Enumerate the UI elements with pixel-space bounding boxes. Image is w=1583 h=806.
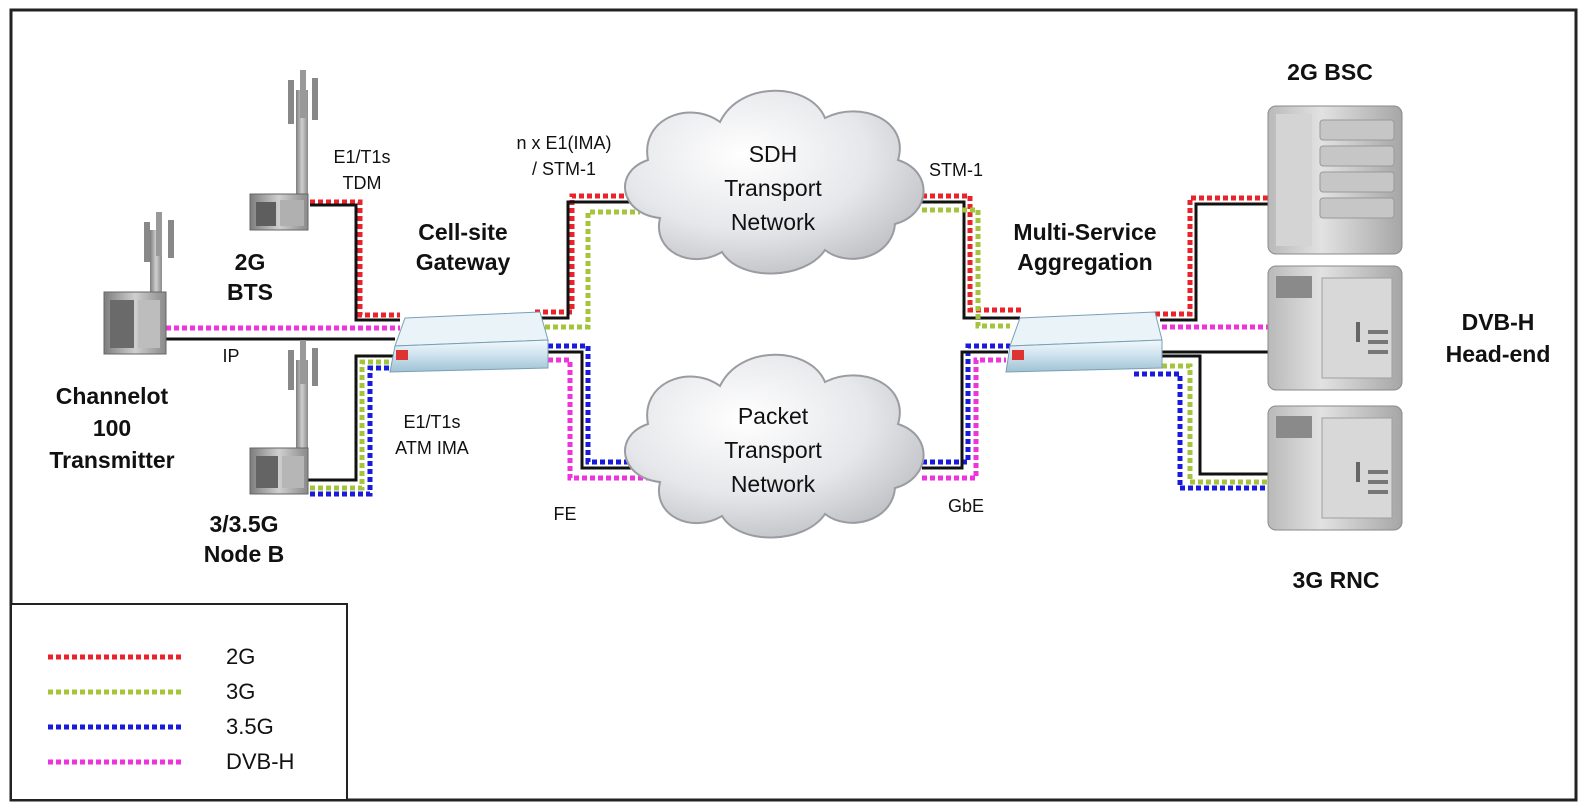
link-sdh-msa-black [922, 200, 1020, 320]
link-lines [166, 193, 1268, 497]
nxe1-label-line: / STM-1 [532, 159, 596, 179]
link-csg-sdh-3g [545, 209, 640, 330]
link-bts-2g [310, 199, 400, 318]
legend-label-dvbh: DVB-H [226, 749, 294, 774]
link-pkt-msa-3_5g [922, 343, 1010, 465]
cell-site-gateway-label-line: Gateway [416, 249, 511, 275]
node-b-label: 3/3.5G Node B [204, 511, 285, 567]
legend-label-2g: 2G [226, 644, 255, 669]
packet-cloud-label-line: Network [731, 471, 816, 497]
channelot-label-line: Transmitter [49, 447, 174, 473]
link-csg-pkt-black [548, 350, 650, 470]
packet-cloud-label-line: Transport [724, 437, 822, 463]
diagram-frame [9, 8, 1578, 802]
channelot-label-line: 100 [93, 415, 131, 441]
link-pkt-msa-black [922, 350, 1008, 470]
legend: 2G 3G 3.5G DVB-H [48, 644, 294, 774]
packet-cloud-label-line: Packet [738, 403, 809, 429]
nxe1-label: n x E1(IMA) / STM-1 [516, 133, 611, 179]
node-b-label-line: Node B [204, 541, 285, 567]
rnc-label-line: 3G RNC [1293, 567, 1380, 593]
link-csg-pkt-dvbh [548, 357, 650, 481]
link-bts-black [310, 203, 400, 322]
bts-2g-label-line: 2G [235, 249, 266, 275]
sdh-cloud [624, 89, 925, 275]
e1-tdm-label-line: TDM [343, 173, 382, 193]
fe-label-line: FE [553, 504, 576, 524]
sdh-cloud-label-line: Network [731, 209, 816, 235]
stm1-label: STM-1 [929, 160, 983, 180]
channelot-label-line: Channelot [56, 383, 169, 409]
gbe-label-line: GbE [948, 496, 984, 516]
link-msa-bsc-black [1160, 202, 1268, 322]
rnc-label: 3G RNC [1293, 567, 1380, 593]
link-csg-sdh-2g [535, 193, 650, 315]
link-nodeb-3_5g [310, 365, 390, 497]
rnc-server-icon [1267, 405, 1403, 531]
dvbh-headend-label: DVB-H Head-end [1446, 309, 1551, 367]
msa-label-line: Multi-Service [1013, 219, 1156, 245]
sdh-cloud-label-line: SDH [749, 141, 798, 167]
bsc-label-line: 2G BSC [1287, 59, 1373, 85]
link-msa-rnc-black [1162, 354, 1268, 476]
gbe-label: GbE [948, 496, 984, 516]
e1-atm-label-line: E1/T1s [403, 412, 460, 432]
node-b-label-line: 3/3.5G [209, 511, 278, 537]
nxe1-label-line: n x E1(IMA) [516, 133, 611, 153]
link-sdh-msa-3g [922, 207, 1010, 329]
link-nodeb-3g [310, 359, 390, 491]
legend-label-3g: 3G [226, 679, 255, 704]
msa-label-line: Aggregation [1017, 249, 1152, 275]
link-csg-sdh-black [540, 200, 650, 320]
link-nodeb-black [306, 354, 394, 482]
cell-site-gateway-label-line: Cell-site [418, 219, 507, 245]
ip-label: IP [222, 346, 239, 366]
dvbh-headend-label-line: DVB-H [1462, 309, 1535, 335]
msa-device [1005, 311, 1163, 373]
sdh-cloud-label-line: Transport [724, 175, 822, 201]
link-pkt-msa-dvbh [922, 357, 1006, 481]
link-sdh-msa-2g [922, 193, 1022, 313]
e1-tdm-label-line: E1/T1s [333, 147, 390, 167]
bts-2g-icon [249, 70, 318, 231]
packet-cloud [624, 353, 925, 539]
bsc-label: 2G BSC [1287, 59, 1373, 85]
legend-label-3_5g: 3.5G [226, 714, 274, 739]
fe-label: FE [553, 504, 576, 524]
link-csg-pkt-3_5g [548, 343, 650, 465]
bts-2g-label-line: BTS [227, 279, 273, 305]
link-msa-rnc-3_5g [1134, 371, 1268, 491]
dvbh-headend-server-icon [1267, 265, 1403, 391]
node-b-icon [249, 340, 318, 495]
legend-box [10, 603, 348, 801]
dvbh-headend-label-line: Head-end [1446, 341, 1551, 367]
link-msa-bsc-2g [1155, 195, 1268, 317]
bsc-server-icon [1267, 105, 1403, 255]
cell-site-gateway-device [389, 311, 549, 373]
e1-atm-label-line: ATM IMA [395, 438, 469, 458]
ip-label-line: IP [222, 346, 239, 366]
bts-2g-label: 2G BTS [227, 249, 273, 305]
stm1-label-line: STM-1 [929, 160, 983, 180]
channelot-transmitter-icon [103, 212, 174, 355]
